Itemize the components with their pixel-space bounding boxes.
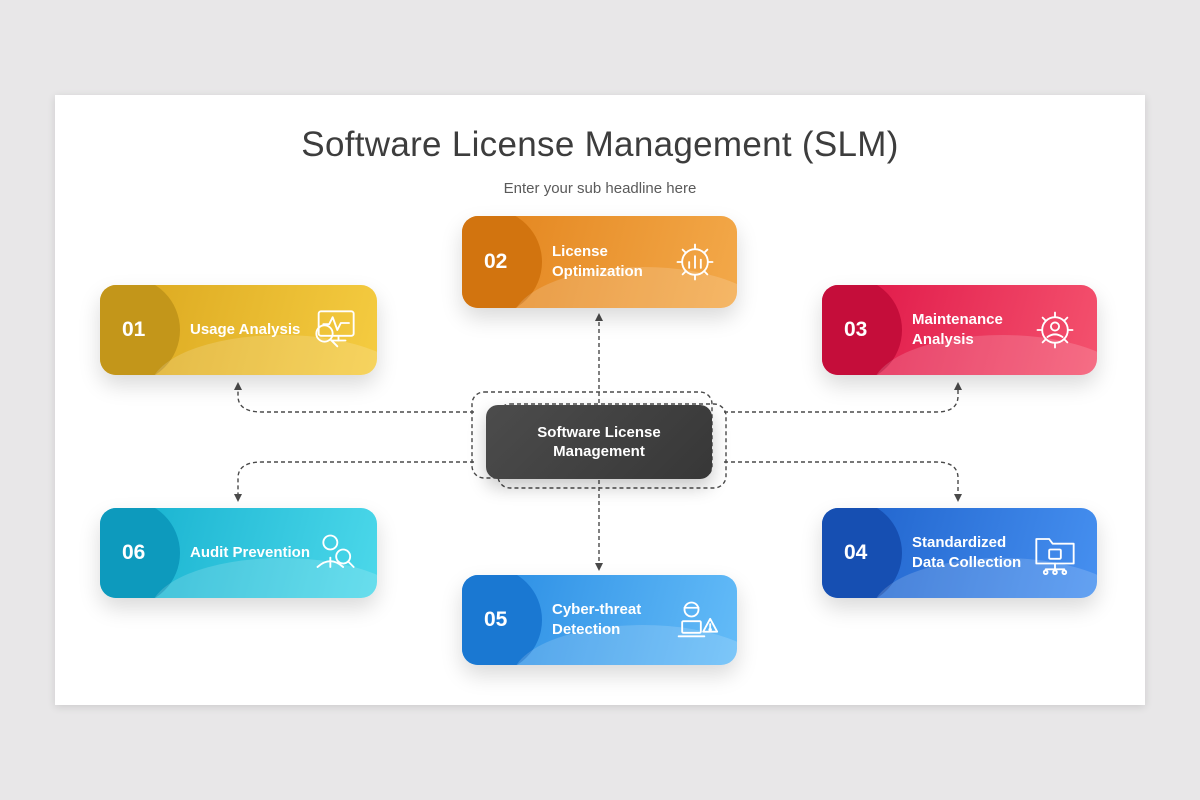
slide-canvas: Software License Management (SLM) Enter … <box>55 95 1145 705</box>
folder-network-icon <box>1027 525 1083 581</box>
card-number: 05 <box>484 608 508 631</box>
monitor-pulse-search-icon <box>307 302 363 358</box>
center-node: Software License Management <box>486 405 712 479</box>
card-title: License Optimization <box>552 242 643 280</box>
card-number: 02 <box>484 250 508 273</box>
card-title: Usage Analysis <box>190 320 301 338</box>
connector-to-card-06 <box>237 461 474 496</box>
gear-chart-icon <box>667 234 723 290</box>
connector-to-card-01 <box>237 384 474 413</box>
connector-to-card-04 <box>724 461 959 496</box>
card-title: Audit Prevention <box>190 543 311 561</box>
card-license-optimization: 02 License Optimization <box>462 216 737 308</box>
page-subtitle: Enter your sub headline here <box>503 180 697 197</box>
card-number: 03 <box>844 318 868 341</box>
page-title: Software License Management (SLM) <box>301 125 899 164</box>
card-maintenance-analysis: 03 Maintenance Analysis <box>822 285 1097 375</box>
card-audit-prevention: 06 Audit Prevention <box>100 508 377 598</box>
card-number: 06 <box>122 541 146 564</box>
card-title: Cyber-threat Detection <box>552 600 642 638</box>
hacker-laptop-warning-icon <box>667 592 723 648</box>
card-cyber-threat-detection: 05 Cyber-threat Detection <box>462 575 737 665</box>
card-number: 01 <box>122 318 146 341</box>
center-node-label: Software License Management <box>537 423 661 461</box>
card-standardized-data-collection: 04 Standardized Data Collection <box>822 508 1097 598</box>
card-number: 04 <box>844 541 868 564</box>
connector-to-card-03 <box>724 384 959 413</box>
card-usage-analysis: 01 Usage Analysis <box>100 285 377 375</box>
card-title: Maintenance Analysis <box>912 310 1003 348</box>
card-title: Standardized Data Collection <box>912 533 1022 571</box>
auditor-search-icon <box>307 525 363 581</box>
gear-user-icon <box>1027 302 1083 358</box>
